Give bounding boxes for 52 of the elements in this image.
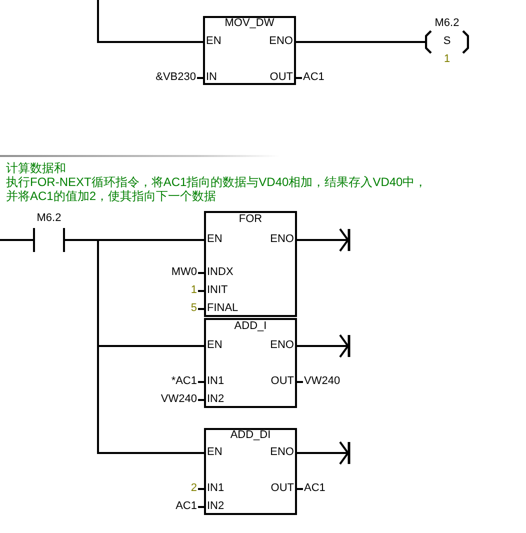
instruction-name: ADD_DI [230, 429, 271, 442]
pin-label: EN [207, 339, 222, 352]
operand-label: 1 [190, 284, 197, 297]
instruction-name: MOV_DW [224, 17, 274, 30]
wire [297, 228, 350, 252]
pin-label: OUT [270, 482, 294, 495]
function-block [204, 211, 297, 317]
pin-label: FINAL [207, 302, 238, 315]
operand-label: *AC1 [171, 375, 197, 388]
instruction-name: ADD_I [234, 320, 267, 333]
operand-label: VW240 [160, 393, 197, 406]
function-block [203, 16, 296, 85]
operand-label: VW240 [304, 375, 340, 388]
pin-label: ENO [270, 233, 294, 246]
comment-text: 并将AC1的值加2，使其指向下一个数据 [6, 189, 216, 203]
pin-label: IN2 [207, 393, 224, 406]
operand-label: 5 [190, 302, 197, 315]
operand-label: MW0 [171, 266, 197, 279]
wire [297, 334, 350, 358]
operand-label: &VB230 [156, 71, 196, 84]
operand-label: AC1 [304, 482, 326, 495]
wire [0, 239, 33, 241]
pin-label: ENO [269, 35, 293, 48]
operand-label: AC1 [176, 500, 197, 513]
pin-label: EN [207, 446, 222, 459]
pin-label: INDX [207, 266, 234, 279]
pin-label: IN [206, 71, 217, 84]
wire [296, 41, 425, 43]
pin-label: IN1 [207, 375, 224, 388]
pin-label: ENO [270, 339, 294, 352]
pin-label: ENO [270, 446, 294, 459]
address-label: M6.2 [434, 17, 460, 30]
operand-label: 2 [190, 482, 197, 495]
coil-label: S [443, 35, 451, 48]
wire [65, 239, 204, 454]
address-label: M6.2 [36, 212, 62, 225]
function-block [204, 318, 297, 408]
wire [297, 440, 350, 466]
pin-label: EN [206, 35, 222, 48]
wire [97, 0, 203, 43]
instruction-name: FOR [238, 213, 262, 226]
pin-label: IN1 [207, 482, 224, 495]
pin-label: EN [207, 233, 222, 246]
function-block [204, 428, 297, 515]
pin-label: OUT [270, 71, 293, 84]
pin-label: OUT [270, 375, 294, 388]
operand-label: AC1 [303, 71, 324, 84]
pin-label: IN2 [207, 500, 224, 513]
comment-text: 计算数据和 [6, 161, 66, 175]
count-label: 1 [444, 53, 450, 66]
pin-label: INIT [207, 284, 228, 297]
comment-text: 执行FOR-NEXT循环指令，将AC1指向的数据与VD40相加，结果存入VD40中， [6, 175, 427, 189]
